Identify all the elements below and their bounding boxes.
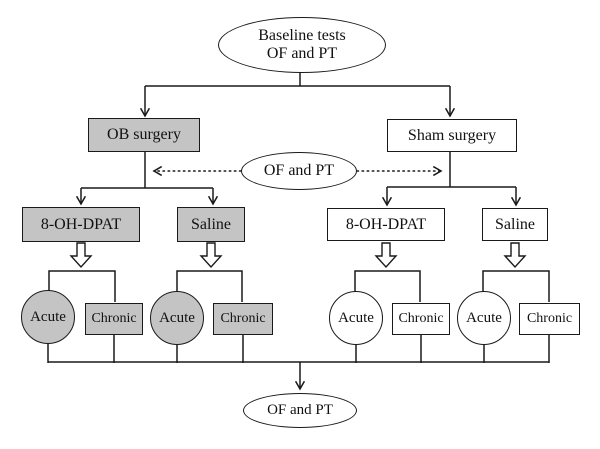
sham-surgery-node: Sham surgery — [387, 119, 517, 152]
sham-dpat-node: 8-OH-DPAT — [327, 208, 445, 241]
baseline-tests-line2: OF and PT — [266, 45, 338, 62]
ob-saline-acute-node: Acute — [150, 291, 204, 345]
final-test-node: OF and PT — [243, 393, 357, 428]
sham-saline-block-arrow-icon — [503, 242, 527, 269]
baseline-tests-node: Baseline tests OF and PT — [218, 17, 386, 73]
ob-saline-node: Saline — [177, 207, 245, 242]
ob-dpat-node: 8-OH-DPAT — [22, 207, 140, 242]
interim-test-node: OF and PT — [241, 152, 357, 190]
ob-saline-bracket — [176, 270, 243, 302]
sham-saline-node: Saline — [482, 208, 548, 241]
ob-dpat-acute-node: Acute — [21, 290, 75, 344]
baseline-tests-line1: Baseline tests — [258, 27, 346, 45]
ob-saline-block-arrow-icon — [199, 242, 223, 269]
bottom-connector-stubs — [47, 334, 550, 363]
sham-saline-bracket — [482, 270, 550, 302]
ob-surgery-node: OB surgery — [88, 118, 200, 152]
sham-saline-chronic-node: Chronic — [519, 303, 580, 335]
sham-dpat-block-arrow-icon — [374, 242, 398, 269]
sham-saline-acute-node: Acute — [457, 291, 511, 345]
ob-dpat-chronic-node: Chronic — [85, 303, 143, 335]
ob-dpat-block-arrow-icon — [69, 242, 93, 269]
sham-dpat-chronic-node: Chronic — [392, 303, 450, 335]
sham-dpat-acute-node: Acute — [329, 291, 383, 345]
ob-dpat-bracket — [48, 270, 116, 302]
sham-dpat-bracket — [354, 270, 421, 302]
ob-saline-chronic-node: Chronic — [213, 303, 273, 335]
